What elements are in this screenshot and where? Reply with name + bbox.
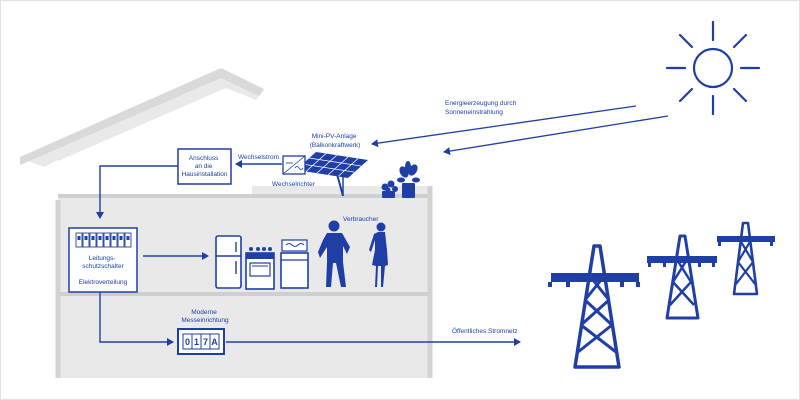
meter-digit: A <box>211 337 218 347</box>
inverter-icon <box>282 155 306 175</box>
distribution-label: Elektroverteilung <box>79 279 128 286</box>
person-icon <box>369 222 388 287</box>
mini-pv-label: Mini-PV-Anlage (Balkonkraftwerk) <box>310 133 361 149</box>
breaker-label: Leitungs- schutzschalter <box>82 255 124 270</box>
house-connection-box <box>177 148 232 185</box>
grid-label: Öffentliches Stromnetz <box>452 327 518 335</box>
consumers-label: Verbraucher <box>343 216 379 223</box>
solar-panel-icon <box>296 152 368 197</box>
meter-digit: 0 <box>185 337 190 347</box>
person-icon <box>318 220 350 287</box>
sunlight-arrow <box>443 115 669 155</box>
house <box>20 68 433 378</box>
connection-to-distribution-arrow <box>96 165 178 219</box>
circuit-breaker-icon <box>75 232 132 248</box>
power-pylon-icon <box>548 244 640 369</box>
sun-icon <box>665 20 761 116</box>
stove-icon <box>245 247 275 290</box>
fridge-icon <box>215 235 242 289</box>
ac-current-label: Wechselstrom <box>238 154 279 161</box>
power-pylon-icon <box>717 221 775 296</box>
sunlight-arrow <box>371 105 637 148</box>
power-pylon-icon <box>647 234 717 320</box>
meter-digit: 1 <box>194 337 199 347</box>
sun-energy-label: Energieerzeugung durch Sonneneinstrahlun… <box>445 100 518 116</box>
smart-meter-icon: 0 1 7 A <box>177 328 225 355</box>
inverter-label: Wechselrichter <box>272 181 316 188</box>
meter-label: Moderne Messeinrichtung <box>181 309 229 324</box>
distribution-to-meter-arrow <box>99 292 174 346</box>
plant-icon <box>381 161 420 198</box>
house-connection-label: Anschluss an die Hausinstallation <box>182 155 228 178</box>
meter-digit: 7 <box>203 337 208 347</box>
washing-machine-icon <box>280 239 309 289</box>
